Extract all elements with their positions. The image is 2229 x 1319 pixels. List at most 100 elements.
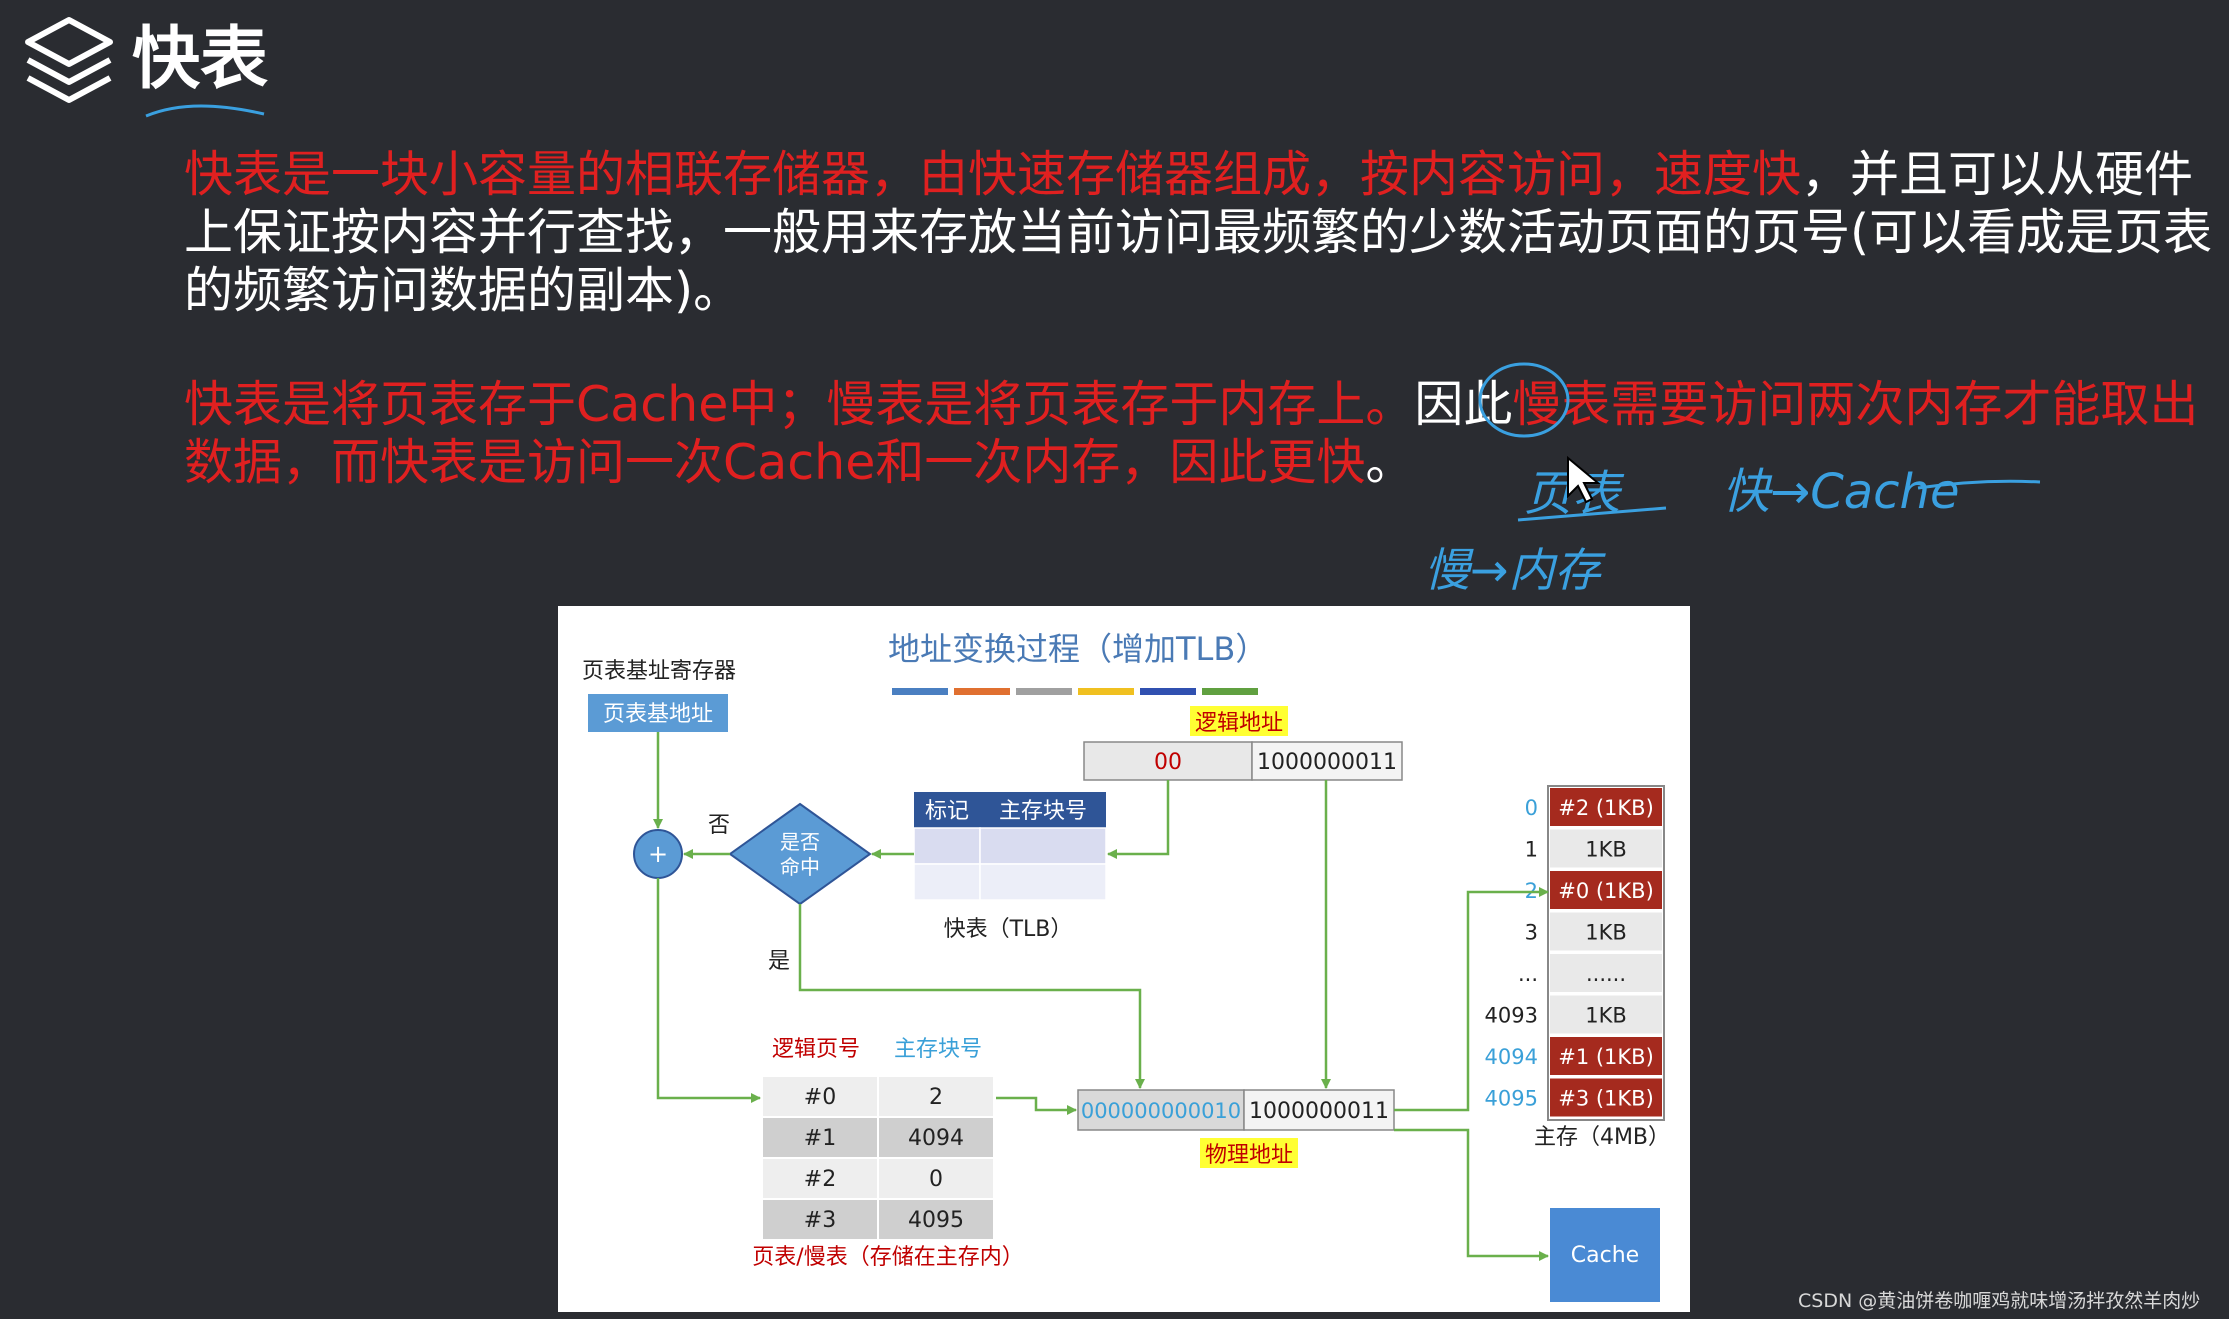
memory-cell xyxy=(1550,829,1662,868)
circle-annotation xyxy=(1478,362,1570,438)
logical-address-offset-cell xyxy=(1251,741,1403,781)
memory-index: 0 xyxy=(1525,796,1538,820)
tlb-header-tag-cell xyxy=(914,792,980,828)
decision-text-line1: 是否 xyxy=(780,830,820,854)
memory-cell-content: #1 (1KB) xyxy=(1558,1045,1654,1069)
color-bar-segment xyxy=(892,688,948,695)
tlb-row-2-frame xyxy=(979,863,1107,901)
main-memory-frame xyxy=(1547,785,1665,1121)
memory-cell xyxy=(1550,954,1662,992)
memory-cell xyxy=(1550,871,1662,909)
paragraph-tlb-definition: 快表是一块小容量的相联存储器，由快速存储器组成，按内容访问，速度快，并且可以从硬… xyxy=(184,146,2214,320)
diagram-connectors xyxy=(653,732,1549,1261)
page-table-frame-cell xyxy=(877,1116,995,1159)
page-table-base-text: 页表基地址 xyxy=(603,702,713,727)
tlb-caption: 快表（TLB） xyxy=(944,917,1073,942)
paragraph2-highlight-1: 快表是将页表存于Cache中；慢表是将页表存于内存上。 xyxy=(184,376,1415,433)
page-table-caption: 页表/慢表（存储在主存内） xyxy=(752,1245,1023,1270)
tlb-header-frame-cell xyxy=(980,792,1106,828)
page-table-base-register-label: 页表基址寄存器 xyxy=(582,659,736,684)
cache-box xyxy=(1550,1208,1660,1302)
page-table-page: #0 xyxy=(804,1085,836,1110)
watermark: CSDN @黄油饼卷咖喱鸡就味增汤拌孜然羊肉炒 xyxy=(1798,1290,2201,1312)
no-label: 否 xyxy=(708,813,730,838)
address-translation-diagram: 地址变换过程（增加TLB） 页表基址寄存器 页表基地址 逻辑地址 00 1000… xyxy=(558,606,1690,1312)
logical-address-label: 逻辑地址 xyxy=(1195,711,1283,736)
memory-cell-content: 1KB xyxy=(1585,838,1627,862)
page-table-rows: #0 2 #1 4094 #2 0 #3 4095 xyxy=(761,1075,995,1241)
page-table-page: #1 xyxy=(804,1126,836,1151)
paragraph2-highlight-2: 慢表需要访问两次内存才能取出数据，而快表是访问一次Cache和一次内存，因此更快 xyxy=(184,376,2199,491)
layers-icon xyxy=(22,14,116,108)
physical-address-frame-cell xyxy=(1077,1089,1245,1131)
color-bar-segment xyxy=(1140,688,1196,695)
hit-decision-diamond xyxy=(728,802,872,906)
memory-index: 4093 xyxy=(1485,1004,1538,1028)
logical-address-label-bg xyxy=(1190,706,1288,736)
handwriting-slow-memory: 慢→内存 xyxy=(1424,543,1607,597)
memory-cell-content: #2 (1KB) xyxy=(1558,796,1654,820)
color-bar-segment xyxy=(1078,688,1134,695)
page-table-frame-cell xyxy=(877,1075,995,1118)
adder-plus: + xyxy=(648,840,668,868)
logical-address-offset: 1000000011 xyxy=(1257,750,1397,775)
mouse-cursor-icon xyxy=(1567,455,1601,504)
memory-cell xyxy=(1550,1078,1662,1117)
diagram-title: 地址变换过程（增加TLB） xyxy=(888,630,1267,668)
physical-address-frame: 000000000010 xyxy=(1081,1099,1241,1123)
page-table-page: #2 xyxy=(804,1167,836,1192)
physical-address-label: 物理地址 xyxy=(1205,1143,1293,1168)
page-table-frame-cell xyxy=(877,1198,995,1241)
memory-cell xyxy=(1550,912,1662,951)
slide-title: 快表 xyxy=(132,20,269,99)
page-table-frame: 4094 xyxy=(908,1126,964,1151)
page-table-page-cell xyxy=(761,1116,879,1159)
tlb-header-tag: 标记 xyxy=(925,799,969,824)
memory-cell-content: 1KB xyxy=(1585,921,1627,945)
memory-cell-content: 1KB xyxy=(1585,1004,1627,1028)
paragraph1-rest: ，并且可以从硬件上保证按内容并行查找，一般用来存放当前访问最频繁的少数活动页面的… xyxy=(184,146,2213,319)
page-table-page: #3 xyxy=(804,1208,836,1233)
physical-address-label-bg xyxy=(1200,1138,1298,1168)
page-table-page-cell xyxy=(761,1075,879,1118)
handwritten-annotations: 页表 慢→内存 快→Cache xyxy=(1424,362,2041,597)
title-underline-scribble xyxy=(145,104,265,118)
color-bar-segment xyxy=(954,688,1010,695)
memory-index: 3 xyxy=(1525,921,1538,945)
paragraph2-text-1: 因此 xyxy=(1414,376,1513,433)
tlb-row-1-frame xyxy=(979,827,1107,865)
memory-caption: 主存（4MB） xyxy=(1534,1125,1670,1150)
paragraph2-text-2: 。 xyxy=(1365,434,1415,491)
physical-address-offset: 1000000011 xyxy=(1249,1099,1389,1124)
memory-index: 4094 xyxy=(1485,1045,1538,1069)
page-table-header-page: 逻辑页号 xyxy=(772,1037,860,1062)
page-table-header-frame: 主存块号 xyxy=(894,1037,982,1062)
tlb-row-1 xyxy=(913,827,981,865)
page-table-base-box xyxy=(588,694,728,732)
decision-text-line2: 命中 xyxy=(780,855,820,879)
page-table-frame: 2 xyxy=(929,1085,943,1110)
handwriting-fast-cache: 快→Cache xyxy=(1722,464,1960,520)
color-bar-segment xyxy=(1016,688,1072,695)
memory-cell xyxy=(1550,995,1662,1034)
memory-index: 1 xyxy=(1525,838,1538,862)
page-table-frame-cell xyxy=(877,1157,995,1200)
diagram-svg: 地址变换过程（增加TLB） 页表基址寄存器 页表基地址 逻辑地址 00 1000… xyxy=(582,630,1670,1302)
memory-cell xyxy=(1550,1037,1662,1075)
memory-index: ... xyxy=(1518,962,1538,986)
diagram-color-bar xyxy=(892,688,1258,695)
page-table-frame: 0 xyxy=(929,1167,943,1192)
memory-cell xyxy=(1550,788,1662,826)
page-table-frame: 4095 xyxy=(908,1208,964,1233)
tlb-header-frame: 主存块号 xyxy=(999,799,1087,824)
color-bar-segment xyxy=(1202,688,1258,695)
paragraph1-highlight: 快表是一块小容量的相联存储器，由快速存储器组成，按内容访问，速度快 xyxy=(184,146,1802,203)
tlb-row-2 xyxy=(913,863,981,901)
memory-cell-content: #0 (1KB) xyxy=(1558,879,1654,903)
yes-label: 是 xyxy=(768,949,790,974)
memory-cell-content: ...... xyxy=(1586,962,1626,986)
logical-address-page: 00 xyxy=(1154,750,1182,775)
page-table-page-cell xyxy=(761,1198,879,1241)
memory-index: 4095 xyxy=(1485,1087,1538,1111)
